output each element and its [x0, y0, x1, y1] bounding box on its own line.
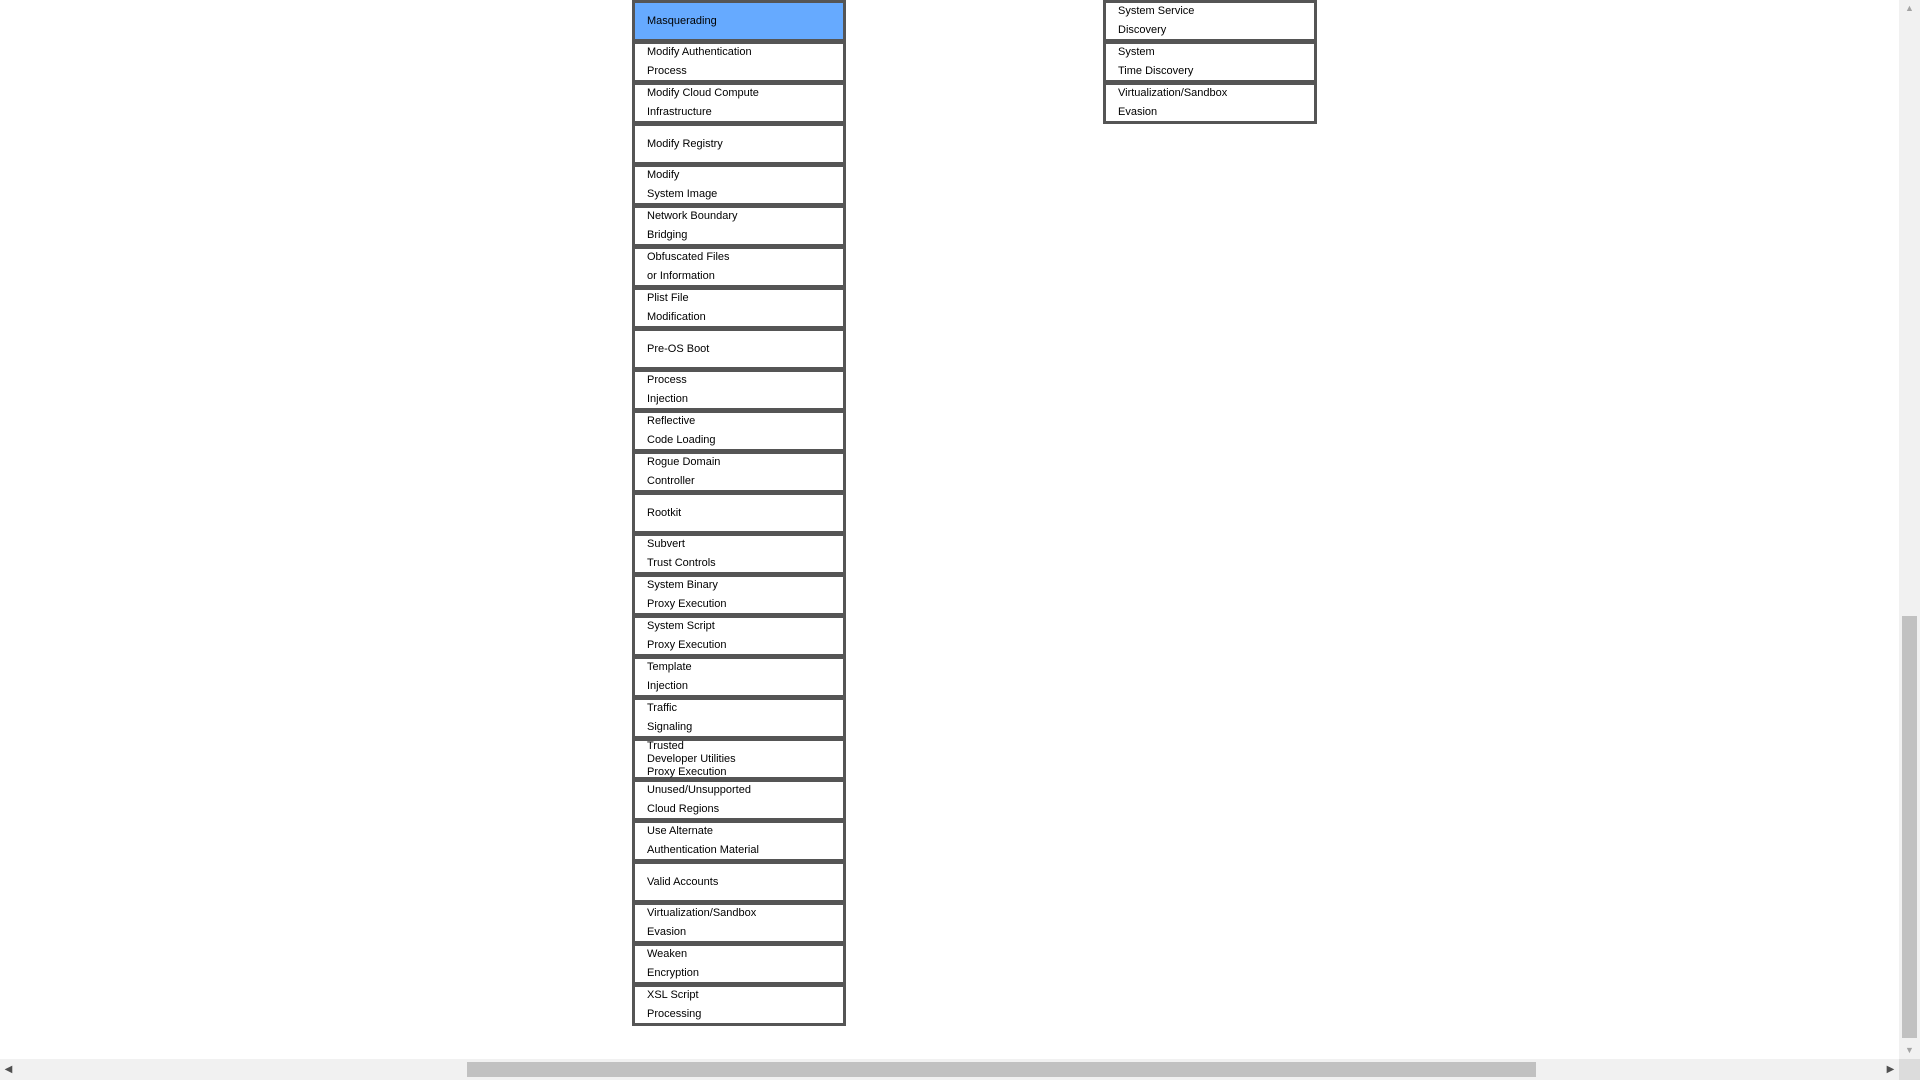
- technique-cell[interactable]: Trusted Developer Utilities Proxy Execut…: [632, 738, 846, 780]
- technique-cell[interactable]: Subvert Trust Controls: [632, 533, 846, 575]
- technique-cell[interactable]: Weaken Encryption: [632, 943, 846, 985]
- technique-cell[interactable]: System Service Discovery: [1103, 0, 1317, 42]
- technique-label: XSL Script Processing: [647, 989, 702, 1020]
- technique-cell[interactable]: Template Injection: [632, 656, 846, 698]
- technique-cell[interactable]: Modify System Image: [632, 164, 846, 206]
- technique-label: Traffic Signaling: [647, 702, 693, 733]
- scroll-up-arrow-icon[interactable]: ▲: [1905, 3, 1914, 13]
- technique-label: Modify System Image: [647, 169, 718, 200]
- technique-label: Process Injection: [647, 374, 688, 405]
- technique-label: System Service Discovery: [1118, 5, 1195, 36]
- technique-cell[interactable]: Reflective Code Loading: [632, 410, 846, 452]
- technique-label: Obfuscated Files or Information: [647, 251, 730, 282]
- scroll-down-arrow-icon[interactable]: ▼: [1905, 1045, 1914, 1055]
- technique-label: System Time Discovery: [1118, 46, 1194, 77]
- technique-cell[interactable]: Modify Cloud Compute Infrastructure: [632, 82, 846, 124]
- technique-cell[interactable]: Obfuscated Files or Information: [632, 246, 846, 288]
- technique-label: Weaken Encryption: [647, 948, 699, 979]
- scrollbar-corner: [1899, 1059, 1920, 1080]
- technique-cell[interactable]: System Script Proxy Execution: [632, 615, 846, 657]
- technique-label: System Script Proxy Execution: [647, 620, 727, 651]
- technique-label: Virtualization/Sandbox Evasion: [1118, 87, 1228, 118]
- technique-cell[interactable]: Rootkit: [632, 492, 846, 534]
- technique-label: Template Injection: [647, 661, 692, 692]
- technique-label: Reflective Code Loading: [647, 415, 716, 446]
- vertical-scrollbar[interactable]: ▲ ▼: [1899, 0, 1920, 1059]
- technique-label: Masquerading: [647, 14, 717, 27]
- technique-cell[interactable]: Unused/Unsupported Cloud Regions: [632, 779, 846, 821]
- technique-label: Use Alternate Authentication Material: [647, 825, 759, 856]
- technique-label: Valid Accounts: [647, 875, 719, 888]
- technique-cell[interactable]: Virtualization/Sandbox Evasion: [1103, 82, 1317, 124]
- technique-label: Network Boundary Bridging: [647, 210, 738, 241]
- technique-label: Modify Cloud Compute Infrastructure: [647, 87, 759, 118]
- scroll-right-arrow-icon[interactable]: ▶: [1886, 1064, 1895, 1075]
- technique-label: Rootkit: [647, 506, 682, 519]
- technique-cell[interactable]: Plist File Modification: [632, 287, 846, 329]
- technique-cell[interactable]: System Time Discovery: [1103, 41, 1317, 83]
- technique-cell[interactable]: Modify Registry: [632, 123, 846, 165]
- technique-label: Plist File Modification: [647, 292, 706, 323]
- technique-label: Rogue Domain Controller: [647, 456, 721, 487]
- technique-cell[interactable]: Network Boundary Bridging: [632, 205, 846, 247]
- technique-label: Modify Authentication Process: [647, 46, 752, 77]
- horizontal-scrollbar[interactable]: ◀ ▶: [0, 1059, 1899, 1080]
- technique-label: Trusted Developer Utilities Proxy Execut…: [647, 739, 736, 778]
- technique-cell[interactable]: Valid Accounts: [632, 861, 846, 903]
- technique-cell[interactable]: Modify Authentication Process: [632, 41, 846, 83]
- technique-cell[interactable]: Masquerading: [632, 0, 846, 42]
- technique-cell[interactable]: Process Injection: [632, 369, 846, 411]
- technique-cell[interactable]: Rogue Domain Controller: [632, 451, 846, 493]
- technique-label: Virtualization/Sandbox Evasion: [647, 907, 757, 938]
- technique-label: Pre-OS Boot: [647, 342, 710, 355]
- technique-label: System Binary Proxy Execution: [647, 579, 727, 610]
- technique-cell[interactable]: Virtualization/Sandbox Evasion: [632, 902, 846, 944]
- technique-cell[interactable]: XSL Script Processing: [632, 984, 846, 1026]
- scroll-left-arrow-icon[interactable]: ◀: [4, 1064, 13, 1075]
- technique-label: Unused/Unsupported Cloud Regions: [647, 784, 751, 815]
- vertical-scrollbar-thumb[interactable]: [1902, 616, 1917, 1038]
- technique-cell[interactable]: Traffic Signaling: [632, 697, 846, 739]
- technique-cell[interactable]: Pre-OS Boot: [632, 328, 846, 370]
- technique-cell[interactable]: Use Alternate Authentication Material: [632, 820, 846, 862]
- technique-label: Modify Registry: [647, 137, 723, 150]
- technique-label: Subvert Trust Controls: [647, 538, 716, 569]
- technique-cell[interactable]: System Binary Proxy Execution: [632, 574, 846, 616]
- horizontal-scrollbar-thumb[interactable]: [467, 1062, 1536, 1077]
